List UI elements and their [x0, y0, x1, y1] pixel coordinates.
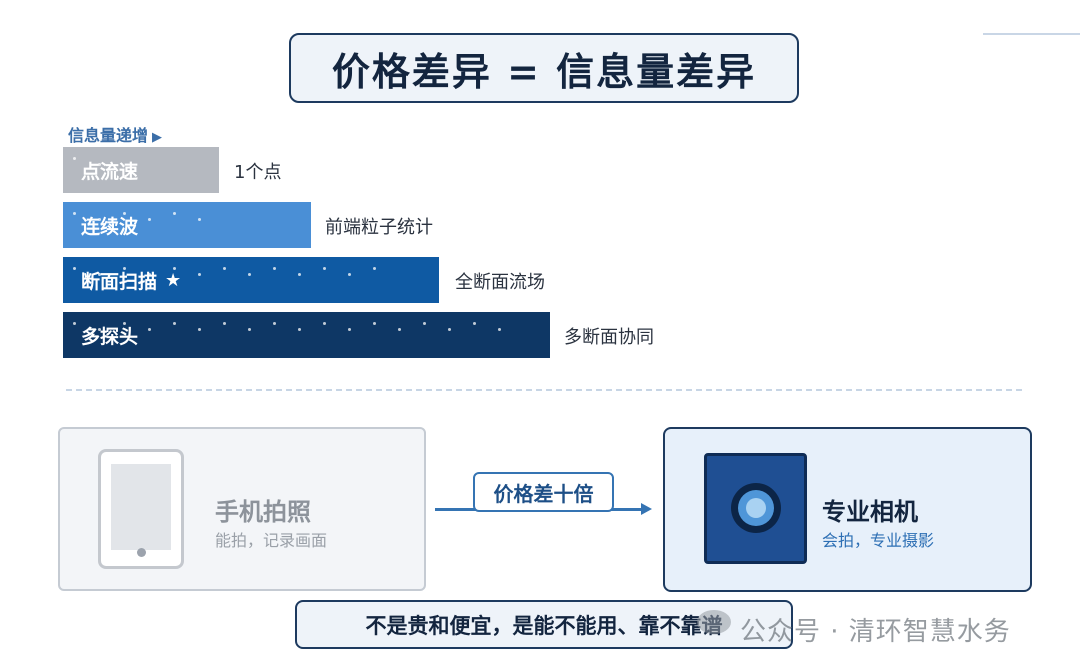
wechat-logo-icon	[697, 610, 731, 634]
bar-dot	[473, 322, 476, 325]
bar-dot	[498, 328, 501, 331]
bar-dot	[248, 273, 251, 276]
bar-dot	[298, 273, 301, 276]
camera-lens-center	[746, 498, 766, 518]
bar-dot	[198, 273, 201, 276]
conclusion-text: 不是贵和便宜，是能不能用、靠不靠谱	[365, 613, 723, 638]
bar-dot	[373, 322, 376, 325]
bar-dot	[173, 322, 176, 325]
bar-dot	[448, 328, 451, 331]
tier-label: 多探头	[81, 325, 139, 348]
page-title: 价格差异 = 信息量差异	[331, 49, 757, 94]
camera-icon	[704, 453, 807, 564]
star-icon: ★	[165, 269, 182, 291]
tier-desc: 1个点	[234, 162, 282, 183]
info-increase-text: 信息量递增	[68, 126, 149, 145]
tier-label: 断面扫描	[81, 270, 158, 293]
camera-lens-ring	[738, 490, 774, 526]
bar-dot	[298, 328, 301, 331]
bar-dot	[323, 322, 326, 325]
bar-dot	[123, 212, 126, 215]
bar-dot	[98, 273, 101, 276]
bar-dot	[73, 267, 76, 270]
tier-label: 连续波	[81, 215, 139, 238]
tier-desc: 全断面流场	[455, 272, 545, 293]
tier-bar-point-velocity: 点流速	[63, 147, 219, 193]
bar-dot	[98, 163, 101, 166]
info-increase-label: 信息量递增▶	[68, 122, 162, 146]
bar-dot	[73, 322, 76, 325]
camera-title: 专业相机	[822, 498, 918, 526]
bar-dot	[223, 322, 226, 325]
dashed-divider	[66, 389, 1022, 391]
bar-dot	[273, 267, 276, 270]
bar-dot	[323, 267, 326, 270]
camera-subtitle: 会拍，专业摄影	[822, 531, 935, 550]
bar-dot	[223, 267, 226, 270]
phone-screen	[111, 464, 171, 550]
arrow-right-icon	[641, 503, 652, 515]
bar-dot	[123, 267, 126, 270]
tier-desc: 前端粒子统计	[325, 217, 433, 238]
phone-subtitle: 能拍，记录画面	[215, 531, 328, 550]
tier-bar-multi-probe: 多探头	[63, 312, 550, 358]
bar-dot	[173, 267, 176, 270]
bar-dot	[123, 322, 126, 325]
watermark: 公众号 · 清环智慧水务	[740, 617, 1011, 647]
bar-dot	[173, 212, 176, 215]
phone-title: 手机拍照	[215, 498, 311, 526]
bar-dot	[98, 328, 101, 331]
bar-dot	[348, 328, 351, 331]
price-diff-badge: 价格差十倍	[473, 472, 614, 512]
tier-bar-continuous-wave: 连续波	[63, 202, 311, 248]
triangle-right-icon: ▶	[152, 130, 163, 145]
tier-desc: 多断面协同	[564, 327, 654, 348]
bar-dot	[398, 328, 401, 331]
bar-dot	[73, 212, 76, 215]
bar-dot	[198, 328, 201, 331]
bar-dot	[73, 157, 76, 160]
top-right-rule	[983, 33, 1080, 35]
phone-icon	[98, 449, 184, 569]
bar-dot	[273, 322, 276, 325]
title-box: 价格差异 = 信息量差异	[289, 33, 799, 103]
bar-dot	[423, 322, 426, 325]
bar-dot	[373, 267, 376, 270]
tier-label: 点流速	[81, 160, 139, 183]
bar-dot	[248, 328, 251, 331]
bar-dot	[198, 218, 201, 221]
bar-dot	[148, 328, 151, 331]
tier-bar-section-scan: 断面扫描 ★	[63, 257, 439, 303]
bar-dot	[148, 273, 151, 276]
bar-dot	[148, 218, 151, 221]
camera-lens-icon	[731, 483, 781, 533]
phone-home-button	[137, 548, 146, 557]
conclusion-box: 不是贵和便宜，是能不能用、靠不靠谱	[295, 600, 793, 649]
bar-dot	[348, 273, 351, 276]
bar-dot	[98, 218, 101, 221]
